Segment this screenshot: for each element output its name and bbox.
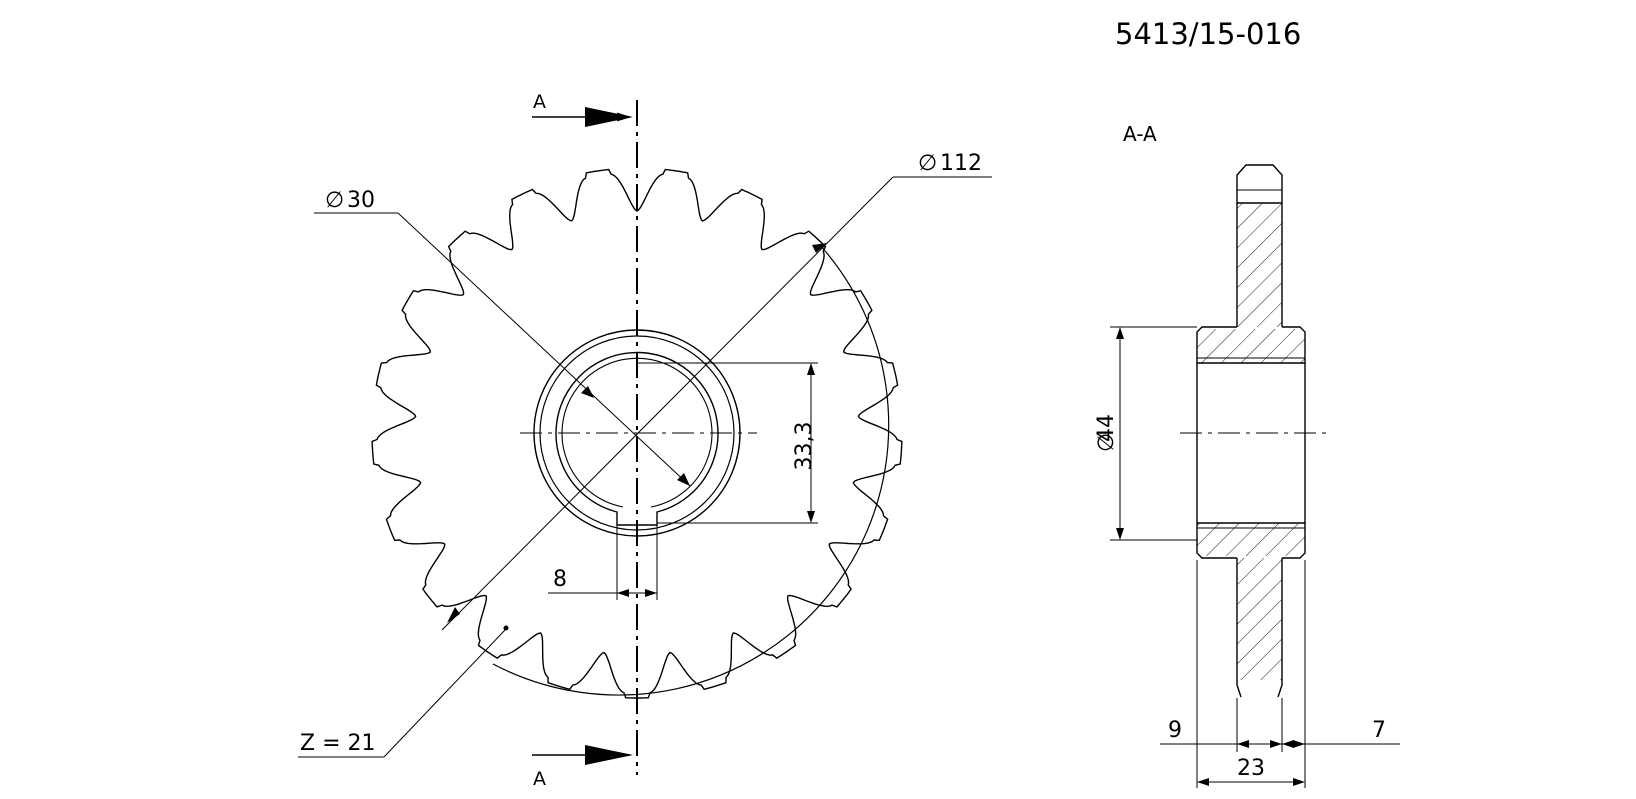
outer-diameter-arc (492, 243, 890, 696)
upper-hub (1196, 326, 1306, 364)
total-width-arrow-left (1197, 778, 1209, 786)
hub-left-arrow-a (1237, 740, 1249, 748)
total-width-label: 23 (1237, 756, 1265, 781)
total-width-arrow-right (1293, 778, 1305, 786)
bore-diameter-leader (397, 212, 691, 487)
outer-diameter-arrow-1 (812, 243, 827, 253)
tooth-tip (1236, 164, 1283, 204)
hub-left-label: 9 (1168, 718, 1182, 743)
section-mark-top: A (533, 91, 546, 113)
upper-plate-hatch (1237, 203, 1282, 327)
upper-hub-hatch (1197, 329, 1305, 363)
hub-dia-label: 44 (1094, 414, 1119, 442)
outer-diameter-label: 112 (940, 151, 982, 176)
keyway-height-arrow-top (807, 363, 815, 375)
teeth-count-label: Z = 21 (300, 731, 376, 756)
bore-diameter-label: 30 (347, 188, 375, 213)
section-mark-bottom: A (533, 768, 546, 790)
keyway-width-arrow-right (645, 589, 657, 597)
teeth-count-leader (383, 629, 506, 758)
section-view-title: A-A (1123, 122, 1157, 146)
section-arrowhead-bottom (585, 745, 633, 765)
hub-dia-symbol: ∅ (1094, 433, 1119, 452)
section-view: A-A ∅ 44 (1094, 122, 1400, 788)
bore-diameter-arrow-1 (581, 386, 594, 398)
keyway-height-label: 33,3 (792, 422, 817, 471)
teeth-count-dot (503, 625, 509, 631)
hub-right-label: 7 (1372, 718, 1386, 743)
outer-diameter-arrow-2 (447, 607, 460, 623)
bore-diameter-arrow-2 (677, 473, 690, 486)
upper-plate (1236, 203, 1283, 327)
hub-left-arrow-b (1270, 740, 1282, 748)
keyway-height-arrow-bottom (807, 511, 815, 523)
outer-diameter-symbol: ∅ (918, 151, 937, 176)
bore-with-keyway (555, 351, 719, 526)
bore-diameter-symbol: ∅ (325, 188, 344, 213)
hub-right-arrow-a (1282, 740, 1294, 748)
outer-diameter-leader (441, 176, 894, 631)
keyway-width-arrow-left (617, 589, 629, 597)
lower-hub (1196, 522, 1306, 559)
keyway-width-label: 8 (553, 567, 567, 592)
section-arrowhead-top (585, 107, 633, 127)
hub-dia-arrow-top (1116, 327, 1124, 339)
lower-plate (1236, 558, 1283, 698)
hub-dia-arrow-bottom (1116, 528, 1124, 540)
part-number: 5413/15-016 (1115, 17, 1301, 51)
hub-right-arrow-b (1293, 740, 1305, 748)
front-view: A A ∅ 30 ∅ 112 33,3 8 (298, 91, 992, 790)
lower-plate-hatch (1237, 558, 1282, 680)
